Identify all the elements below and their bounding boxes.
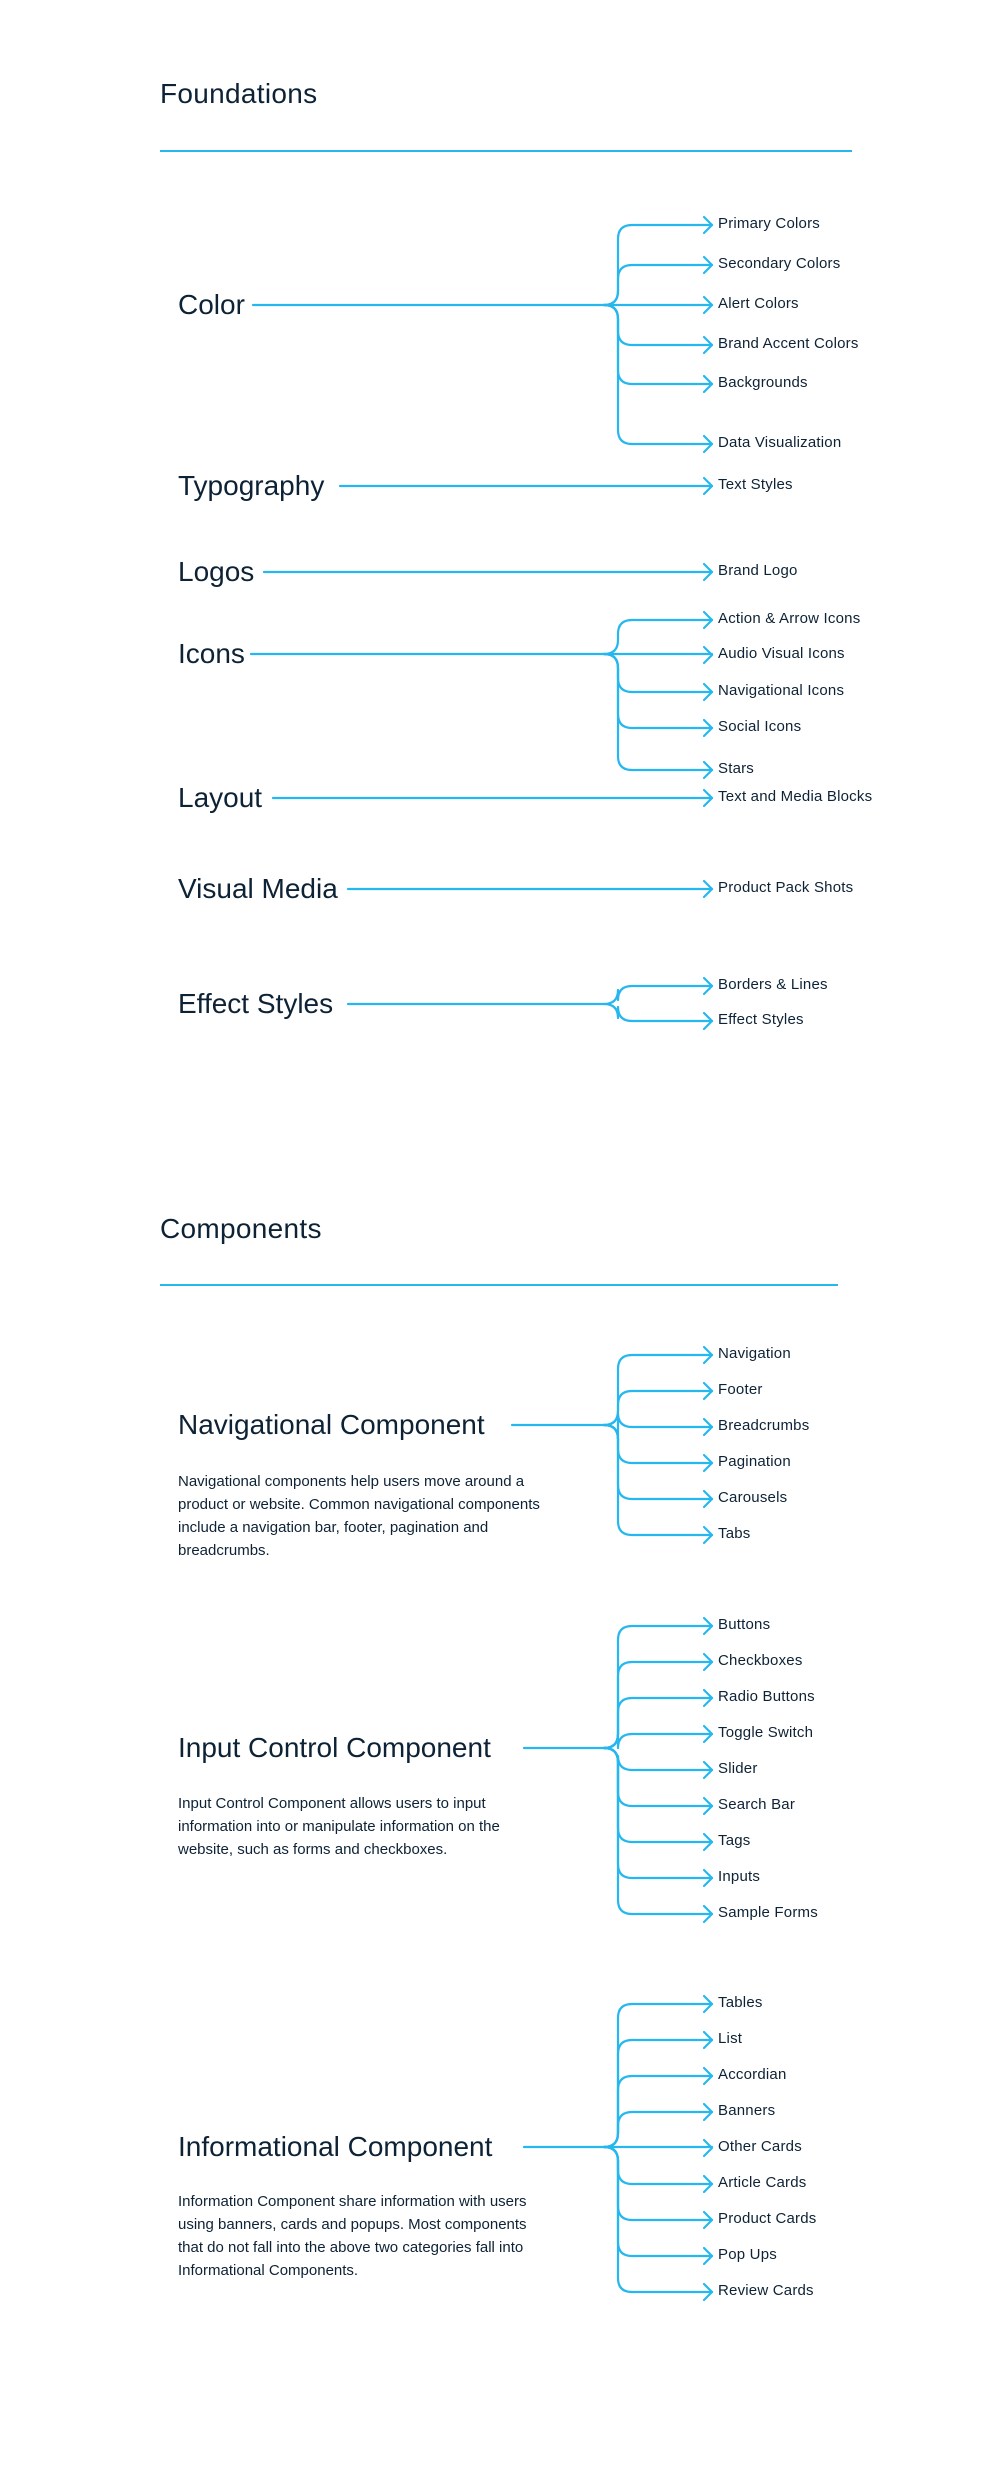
leaf-label: Product Cards bbox=[718, 2210, 817, 2227]
leaf-label: Social Icons bbox=[718, 718, 802, 735]
leaf-label: Stars bbox=[718, 760, 755, 777]
group-label-foundations: Layout bbox=[178, 782, 263, 813]
leaf-label: Article Cards bbox=[718, 2174, 807, 2191]
leaf-label: Secondary Colors bbox=[718, 255, 841, 272]
components-title: Components bbox=[160, 1213, 322, 1244]
leaf-label: Pagination bbox=[718, 1453, 791, 1470]
leaf-label: Effect Styles bbox=[718, 1011, 804, 1028]
leaf-label: Action & Arrow Icons bbox=[718, 610, 861, 627]
leaf-label: Audio Visual Icons bbox=[718, 645, 845, 662]
leaf-label: Footer bbox=[718, 1381, 763, 1398]
leaf-label: Toggle Switch bbox=[718, 1724, 814, 1741]
leaf-label: Product Pack Shots bbox=[718, 879, 854, 896]
connector-components-2 bbox=[522, 1994, 714, 2302]
leaf-label: Primary Colors bbox=[718, 215, 820, 232]
leaf-label: List bbox=[718, 2030, 743, 2047]
group-label-foundations: Icons bbox=[178, 638, 245, 669]
group-label-foundations: Effect Styles bbox=[178, 988, 334, 1019]
components-divider bbox=[160, 1284, 838, 1286]
connector-foundations-1 bbox=[338, 476, 714, 496]
leaf-label: Buttons bbox=[718, 1616, 771, 1633]
group-label-foundations: Typography bbox=[178, 470, 325, 501]
connector-components-1 bbox=[522, 1616, 714, 1924]
leaf-label: Text Styles bbox=[718, 476, 793, 493]
group-description: Navigational components help users move … bbox=[178, 1473, 540, 1559]
leaf-label: Checkboxes bbox=[718, 1652, 803, 1669]
group-label-components: Navigational Component bbox=[178, 1409, 485, 1440]
leaf-label: Brand Logo bbox=[718, 562, 798, 579]
leaf-label: Alert Colors bbox=[718, 295, 799, 312]
connector-components-0 bbox=[510, 1345, 714, 1545]
leaf-label: Text and Media Blocks bbox=[718, 788, 873, 805]
group-label-components: Informational Component bbox=[178, 2131, 493, 2162]
leaf-label: Data Visualization bbox=[718, 434, 842, 451]
group-description: Input Control Component allows users to … bbox=[178, 1795, 500, 1858]
connector-foundations-2 bbox=[262, 562, 714, 582]
leaf-label: Pop Ups bbox=[718, 2246, 777, 2263]
leaf-label: Banners bbox=[718, 2102, 776, 2119]
leaf-label: Accordian bbox=[718, 2066, 787, 2083]
leaf-label: Borders & Lines bbox=[718, 976, 828, 993]
connector-foundations-5 bbox=[346, 879, 714, 899]
leaf-label: Other Cards bbox=[718, 2138, 802, 2155]
group-label-foundations: Visual Media bbox=[178, 873, 338, 904]
connector-foundations-0 bbox=[251, 215, 714, 454]
foundations-divider bbox=[160, 150, 852, 152]
leaf-label: Tags bbox=[718, 1832, 751, 1849]
group-description: Information Component share information … bbox=[178, 2193, 527, 2279]
leaf-label: Tables bbox=[718, 1994, 763, 2011]
leaf-label: Search Bar bbox=[718, 1796, 796, 1813]
leaf-label: Backgrounds bbox=[718, 374, 808, 391]
leaf-label: Brand Accent Colors bbox=[718, 335, 859, 352]
group-label-foundations: Color bbox=[178, 289, 245, 320]
connector-foundations-4 bbox=[271, 788, 714, 808]
group-label-components: Input Control Component bbox=[178, 1732, 491, 1763]
leaf-label: Navigational Icons bbox=[718, 682, 845, 699]
leaf-label: Slider bbox=[718, 1760, 758, 1777]
leaf-label: Tabs bbox=[718, 1525, 751, 1542]
leaf-label: Navigation bbox=[718, 1345, 791, 1362]
leaf-label: Radio Buttons bbox=[718, 1688, 815, 1705]
leaf-label: Carousels bbox=[718, 1489, 788, 1506]
leaf-label: Sample Forms bbox=[718, 1904, 818, 1921]
leaf-label: Inputs bbox=[718, 1868, 761, 1885]
connector-foundations-6 bbox=[346, 976, 714, 1031]
leaf-label: Breadcrumbs bbox=[718, 1417, 810, 1434]
connector-foundations-3 bbox=[249, 610, 714, 780]
foundations-title: Foundations bbox=[160, 78, 318, 109]
leaf-label: Review Cards bbox=[718, 2282, 814, 2299]
group-label-foundations: Logos bbox=[178, 556, 255, 587]
